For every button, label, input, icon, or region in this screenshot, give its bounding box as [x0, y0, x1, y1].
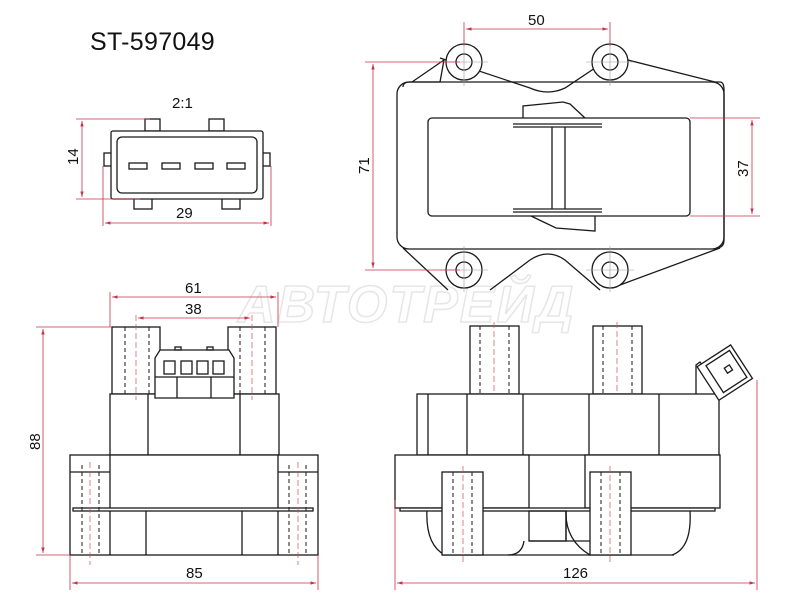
overall-width-dim: 126: [563, 565, 588, 582]
connector-scale-label: 2:1: [172, 95, 193, 112]
inner-width-dim: 37: [735, 160, 752, 177]
top-view: 50 71 37: [356, 12, 760, 292]
inner-tower-dim: 38: [185, 301, 202, 318]
side-view: 126: [394, 322, 758, 590]
hole-spacing-dim: 50: [528, 12, 545, 29]
top-length-dim: 71: [356, 157, 373, 174]
part-number-title: ST-597049: [90, 28, 216, 56]
front-view: 61 38 88 85: [27, 280, 319, 590]
front-height-dim: 88: [27, 433, 44, 450]
connector-view: 2:1 14 29: [65, 95, 272, 226]
connector-height-dim: 14: [65, 148, 82, 165]
outer-tower-dim: 61: [185, 280, 202, 297]
base-width-dim: 85: [186, 565, 203, 582]
watermark: АВТОТРЕЙД: [236, 274, 575, 334]
connector-width-dim: 29: [176, 205, 193, 222]
